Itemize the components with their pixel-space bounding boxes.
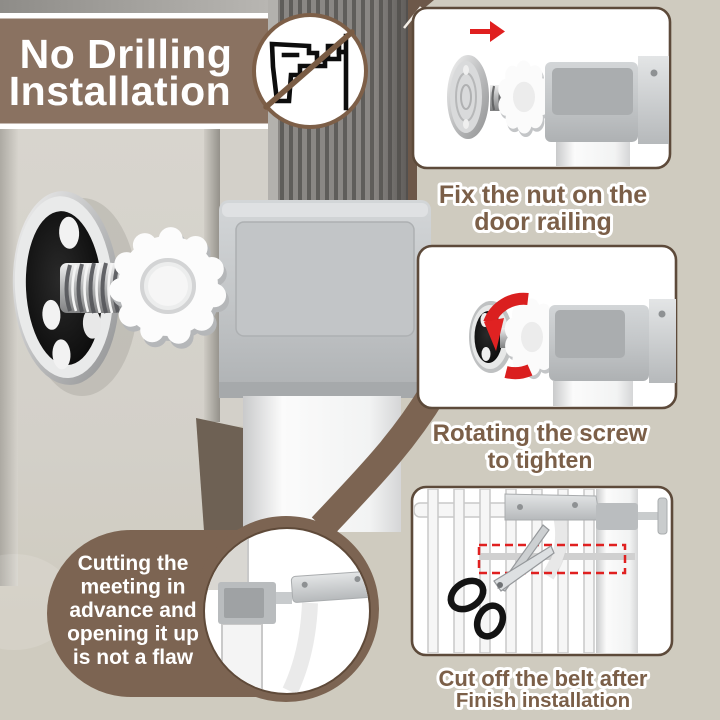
svg-text:meeting in: meeting in [80, 576, 185, 599]
svg-text:is not a flaw: is not a flaw [73, 646, 194, 669]
svg-text:door railing: door railing [474, 208, 612, 236]
svg-text:Finish installation: Finish installation [456, 689, 630, 712]
svg-text:to tighten: to tighten [488, 447, 593, 473]
svg-text:opening it up: opening it up [67, 623, 199, 646]
svg-text:Fix the nut on the: Fix the nut on the [439, 181, 647, 209]
svg-text:Cut off the belt after: Cut off the belt after [439, 666, 648, 691]
svg-text:Rotating the screw: Rotating the screw [433, 420, 648, 447]
svg-text:Cutting the: Cutting the [78, 552, 189, 575]
svg-text:Installation: Installation [9, 68, 231, 114]
svg-text:advance and: advance and [69, 599, 196, 622]
svg-text:No Drilling: No Drilling [20, 31, 233, 77]
